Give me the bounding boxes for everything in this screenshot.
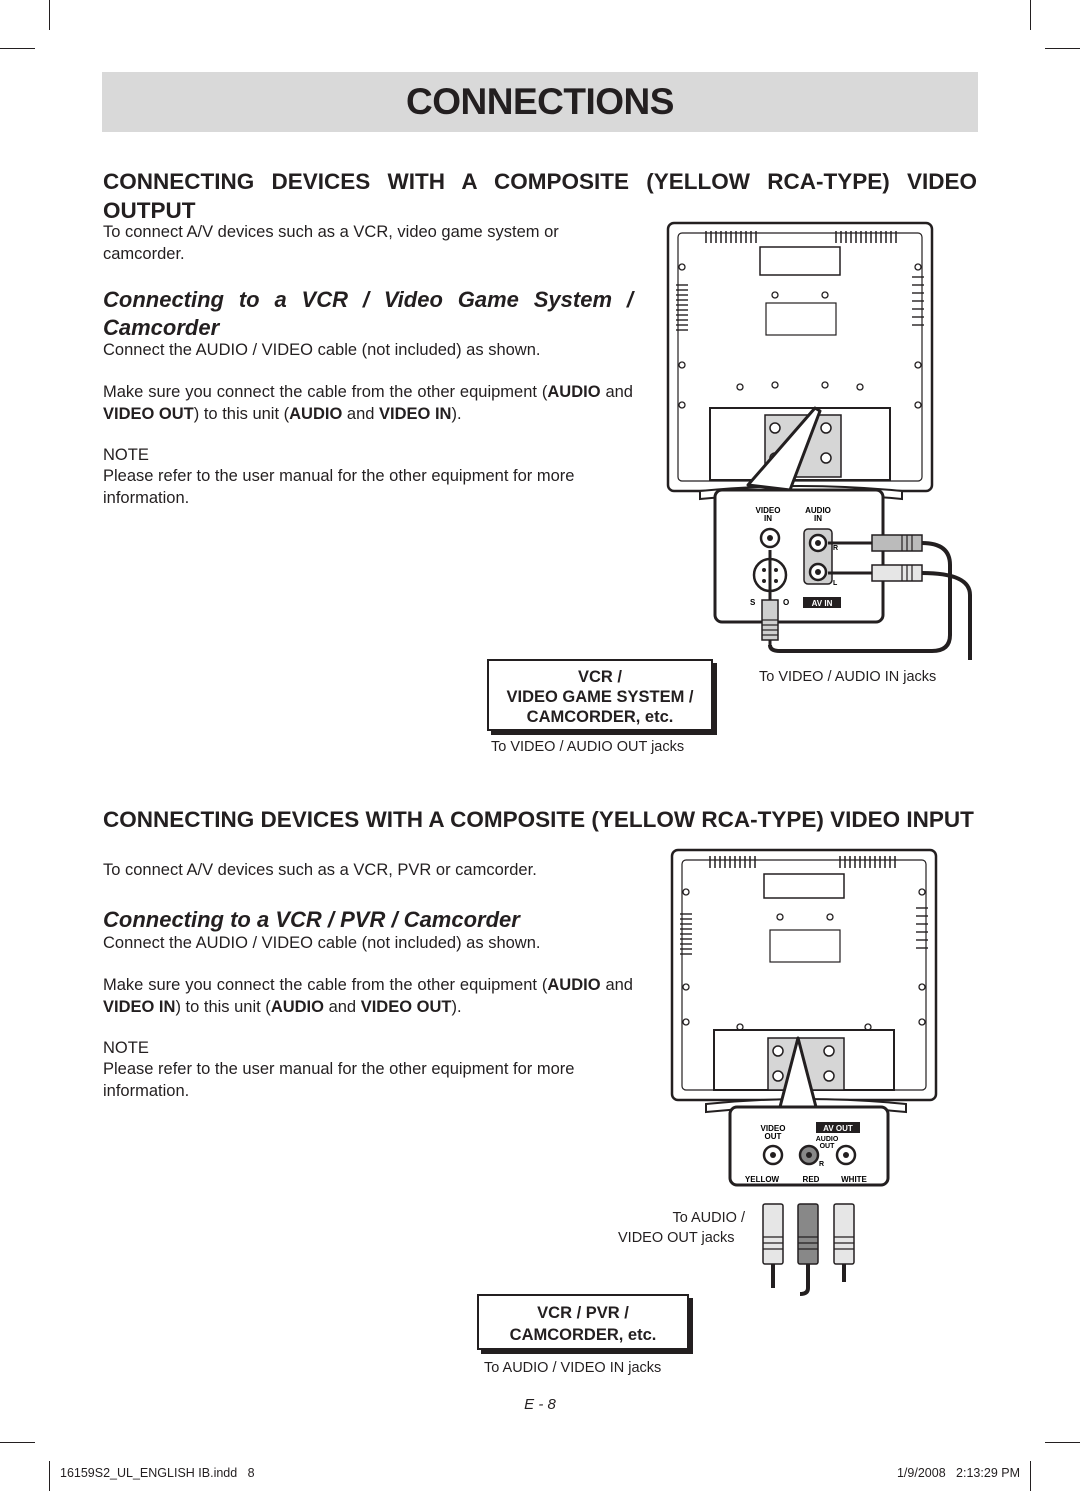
panel-label-r: R xyxy=(819,1161,824,1168)
source-device-line: VIDEO GAME SYSTEM / xyxy=(506,688,694,706)
caption-to-video-audio-out: To VIDEO / AUDIO OUT jacks xyxy=(491,739,685,755)
panel-label-white: WHITE xyxy=(841,1175,867,1184)
caption-to-video-audio-in: To VIDEO / AUDIO IN jacks xyxy=(759,669,937,685)
source-device-box: VCR / VIDEO GAME SYSTEM / CAMCORDER, etc… xyxy=(487,659,713,731)
source-device-line: CAMCORDER, etc. xyxy=(526,708,674,726)
page-title-bar: CONNECTIONS xyxy=(102,72,978,132)
section1-step2: Make sure you connect the cable from the… xyxy=(103,383,633,423)
section1-note-label: NOTE xyxy=(103,446,149,464)
crop-mark xyxy=(0,48,35,49)
target-device-line: CAMCORDER, etc. xyxy=(509,1326,657,1344)
target-device-line: VCR / PVR / xyxy=(537,1304,629,1322)
section2-intro: To connect A/V devices such as a VCR, PV… xyxy=(103,861,537,879)
caption-to-audio-video-out-line2: VIDEO OUT jacks xyxy=(618,1230,735,1246)
section1-note-text: Please refer to the user manual for the … xyxy=(103,467,575,507)
panel-label-out: OUT xyxy=(820,1143,836,1150)
panel-label-o: O xyxy=(783,598,789,607)
panel-label-av-out: AV OUT xyxy=(823,1124,853,1133)
footer-date: 1/9/2008 2:13:29 PM xyxy=(896,1466,1020,1480)
footer-filename: 16159S2_UL_ENGLISH IB.indd 8 xyxy=(60,1466,255,1480)
crop-mark xyxy=(49,0,50,30)
section1-subheading: Connecting to a VCR / Video Game System … xyxy=(103,287,633,340)
panel-label-av-in: AV IN xyxy=(812,599,833,608)
section1-intro: To connect A/V devices such as a VCR, vi… xyxy=(103,223,559,263)
caption-to-audio-video-in: To AUDIO / VIDEO IN jacks xyxy=(484,1360,662,1376)
section2-subheading: Connecting to a VCR / PVR / Camcorder xyxy=(103,907,520,932)
panel-label-video: VIDEO xyxy=(756,506,781,515)
crop-mark xyxy=(0,1442,35,1443)
section2-step1: Connect the AUDIO / VIDEO cable (not inc… xyxy=(103,934,541,952)
section1-heading: CONNECTING DEVICES WITH A COMPOSITE (YEL… xyxy=(103,169,977,223)
panel-label-s: S xyxy=(750,598,756,607)
panel-label-r: R xyxy=(833,545,838,552)
panel-label-in: IN xyxy=(764,514,772,523)
crop-mark xyxy=(1045,48,1080,49)
panel-label-yellow: YELLOW xyxy=(745,1175,780,1184)
panel-label-out: OUT xyxy=(765,1132,782,1141)
crop-mark xyxy=(1030,0,1031,30)
panel-label-audio: AUDIO xyxy=(805,506,831,515)
panel-label-red: RED xyxy=(803,1175,820,1184)
source-device-line: VCR / xyxy=(577,668,622,686)
section2-heading: CONNECTING DEVICES WITH A COMPOSITE (YEL… xyxy=(103,807,974,832)
section2-step2: Make sure you connect the cable from the… xyxy=(103,976,633,1016)
panel-label-in: IN xyxy=(814,514,822,523)
crop-mark xyxy=(1045,1442,1080,1443)
panel-label-l: L xyxy=(833,580,838,587)
crop-mark xyxy=(1030,1461,1031,1491)
tv-input-connection-diagram: VIDEO IN AUDIO IN R L S O AV IN xyxy=(666,221,972,660)
crop-mark xyxy=(49,1461,50,1491)
page-title: CONNECTIONS xyxy=(406,81,674,122)
target-device-box: VCR / PVR / CAMCORDER, etc. xyxy=(477,1294,689,1350)
caption-to-audio-video-out: To AUDIO / xyxy=(672,1210,745,1226)
panel-label-audio: AUDIO xyxy=(816,1136,839,1143)
tv-output-connection-diagram: VIDEO OUT AV OUT AUDIO OUT R YELLOW RED … xyxy=(670,848,938,1296)
page-number: E - 8 xyxy=(524,1396,556,1413)
section2-note-label: NOTE xyxy=(103,1039,149,1057)
section1-step1: Connect the AUDIO / VIDEO cable (not inc… xyxy=(103,341,541,359)
section2-note-text: Please refer to the user manual for the … xyxy=(103,1060,575,1100)
panel-label-video: VIDEO xyxy=(761,1124,786,1133)
